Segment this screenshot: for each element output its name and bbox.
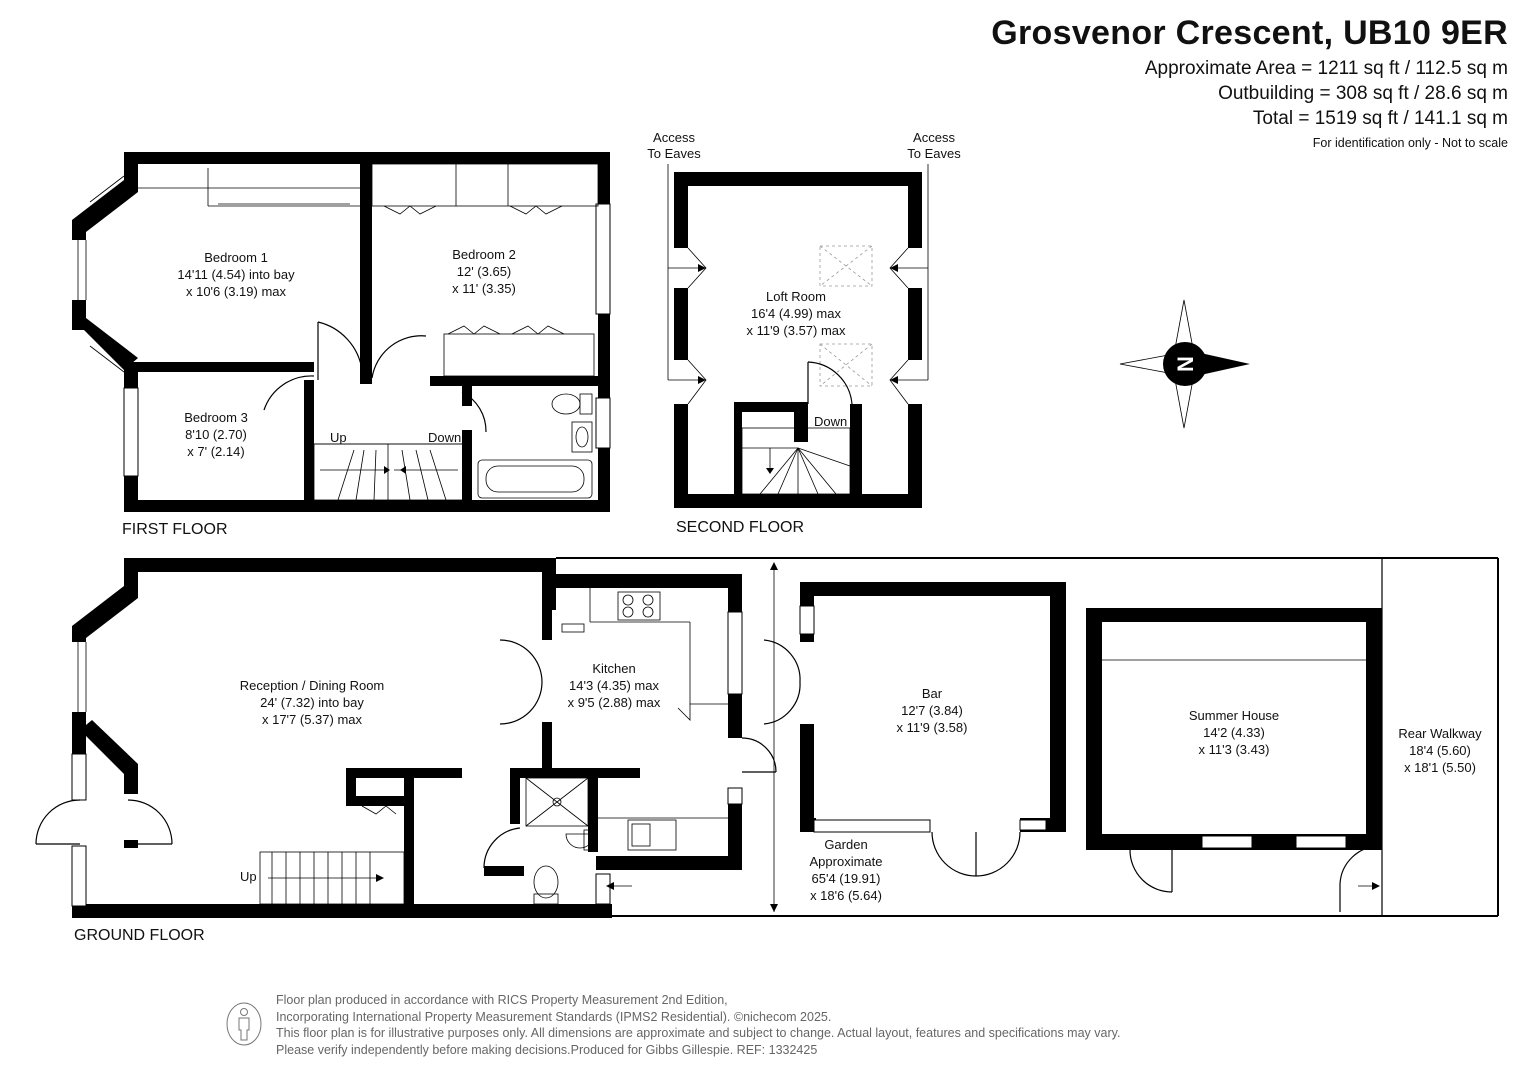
ground-stairs-up-label: Up — [240, 869, 257, 884]
room-dimension: 14'3 (4.35) max — [569, 678, 659, 693]
stairs-down-label: Down — [428, 430, 461, 445]
room-name: Garden — [824, 837, 867, 852]
room-dimension: x 9'5 (2.88) max — [568, 695, 661, 710]
first-floor-label: FIRST FLOOR — [122, 521, 228, 538]
room-dimension: 14'11 (4.54) into bay — [177, 267, 295, 282]
room-dimension: 18'4 (5.60) — [1409, 743, 1471, 758]
room-dimension: 16'4 (4.99) max — [751, 306, 841, 321]
room-dimension: x 11'3 (3.43) — [1199, 742, 1270, 757]
summer-house-label: Summer House 14'2 (4.33) x 11'3 (3.43) — [1189, 708, 1279, 757]
access-eaves-text: To Eaves — [907, 146, 961, 161]
room-dimension: 12' (3.65) — [457, 264, 512, 279]
room-dimension: Approximate — [810, 854, 883, 869]
room-dimension: x 10'6 (3.19) max — [186, 284, 287, 299]
room-dimension: x 7' (2.14) — [187, 444, 244, 459]
outbuilding-area: Outbuilding = 308 sq ft / 28.6 sq m — [1218, 83, 1508, 104]
bedroom-2-label: Bedroom 2 12' (3.65) x 11' (3.35) — [452, 247, 516, 296]
room-name: Bar — [922, 686, 943, 701]
property-title: Grosvenor Crescent, UB10 9ER — [991, 14, 1508, 52]
room-dimension: 8'10 (2.70) — [185, 427, 247, 442]
compass-north-label: N — [1173, 356, 1198, 372]
footer-line: Floor plan produced in accordance with R… — [276, 993, 728, 1007]
room-dimension: 65'4 (19.91) — [812, 871, 881, 886]
kitchen-label: Kitchen 14'3 (4.35) max x 9'5 (2.88) max — [568, 661, 661, 710]
footer-line: Incorporating International Property Mea… — [276, 1009, 832, 1024]
room-dimension: 14'2 (4.33) — [1203, 725, 1265, 740]
first-floor-plan — [72, 152, 611, 512]
stairs-up-label: Up — [330, 430, 347, 445]
room-name: Bedroom 1 — [204, 250, 268, 265]
footer-line: Please verify independently before makin… — [276, 1042, 818, 1057]
loft-room-label: Loft Room 16'4 (4.99) max x 11'9 (3.57) … — [746, 289, 846, 338]
bedroom-1-label: Bedroom 1 14'11 (4.54) into bay x 10'6 (… — [177, 250, 295, 299]
room-dimension: 24' (7.32) into bay — [260, 695, 364, 710]
access-eaves-left: Access To Eaves — [647, 130, 701, 161]
ground-floor-plan — [35, 557, 1499, 918]
scale-note: For identification only - Not to scale — [1312, 136, 1508, 150]
room-dimension: x 11'9 (3.57) max — [746, 323, 846, 338]
room-name: Rear Walkway — [1398, 726, 1482, 741]
loft-stairs-down-label: Down — [814, 414, 847, 429]
room-name: Bedroom 3 — [184, 410, 248, 425]
approximate-area: Approximate Area = 1211 sq ft / 112.5 sq… — [1144, 58, 1508, 79]
bedroom-3-label: Bedroom 3 8'10 (2.70) x 7' (2.14) — [184, 410, 248, 459]
room-name: Loft Room — [766, 289, 826, 304]
room-name: Reception / Dining Room — [240, 678, 385, 693]
access-eaves-text: Access — [653, 130, 695, 145]
second-floor-plan — [667, 164, 929, 508]
room-dimension: x 18'6 (5.64) — [810, 888, 882, 903]
reception-label: Reception / Dining Room 24' (7.32) into … — [240, 678, 385, 727]
second-floor-label: SECOND FLOOR — [676, 519, 804, 536]
total-area: Total = 1519 sq ft / 141.1 sq m — [1252, 108, 1508, 129]
room-dimension: 12'7 (3.84) — [901, 703, 963, 718]
room-name: Bedroom 2 — [452, 247, 516, 262]
room-dimension: x 17'7 (5.37) max — [262, 712, 363, 727]
rear-walkway-label: Rear Walkway 18'4 (5.60) x 18'1 (5.50) — [1398, 726, 1482, 775]
room-name: Summer House — [1189, 708, 1279, 723]
room-name: Kitchen — [592, 661, 635, 676]
bar-label: Bar 12'7 (3.84) x 11'9 (3.58) — [897, 686, 968, 735]
access-eaves-text: Access — [913, 130, 955, 145]
access-eaves-right: Access To Eaves — [907, 130, 961, 161]
room-dimension: x 11'9 (3.58) — [897, 720, 968, 735]
plan-header: Grosvenor Crescent, UB10 9ER Approximate… — [991, 14, 1508, 150]
ground-floor-label: GROUND FLOOR — [74, 927, 205, 944]
compass-rose: N — [1119, 299, 1250, 429]
plan-footer: Floor plan produced in accordance with R… — [276, 992, 1120, 1058]
room-dimension: x 11' (3.35) — [452, 281, 516, 296]
footer-line: This floor plan is for illustrative purp… — [276, 1026, 1121, 1040]
room-dimension: x 18'1 (5.50) — [1404, 760, 1476, 775]
person-scale-icon — [226, 1002, 262, 1046]
access-eaves-text: To Eaves — [647, 146, 701, 161]
garden-label: Garden Approximate 65'4 (19.91) x 18'6 (… — [810, 837, 883, 903]
